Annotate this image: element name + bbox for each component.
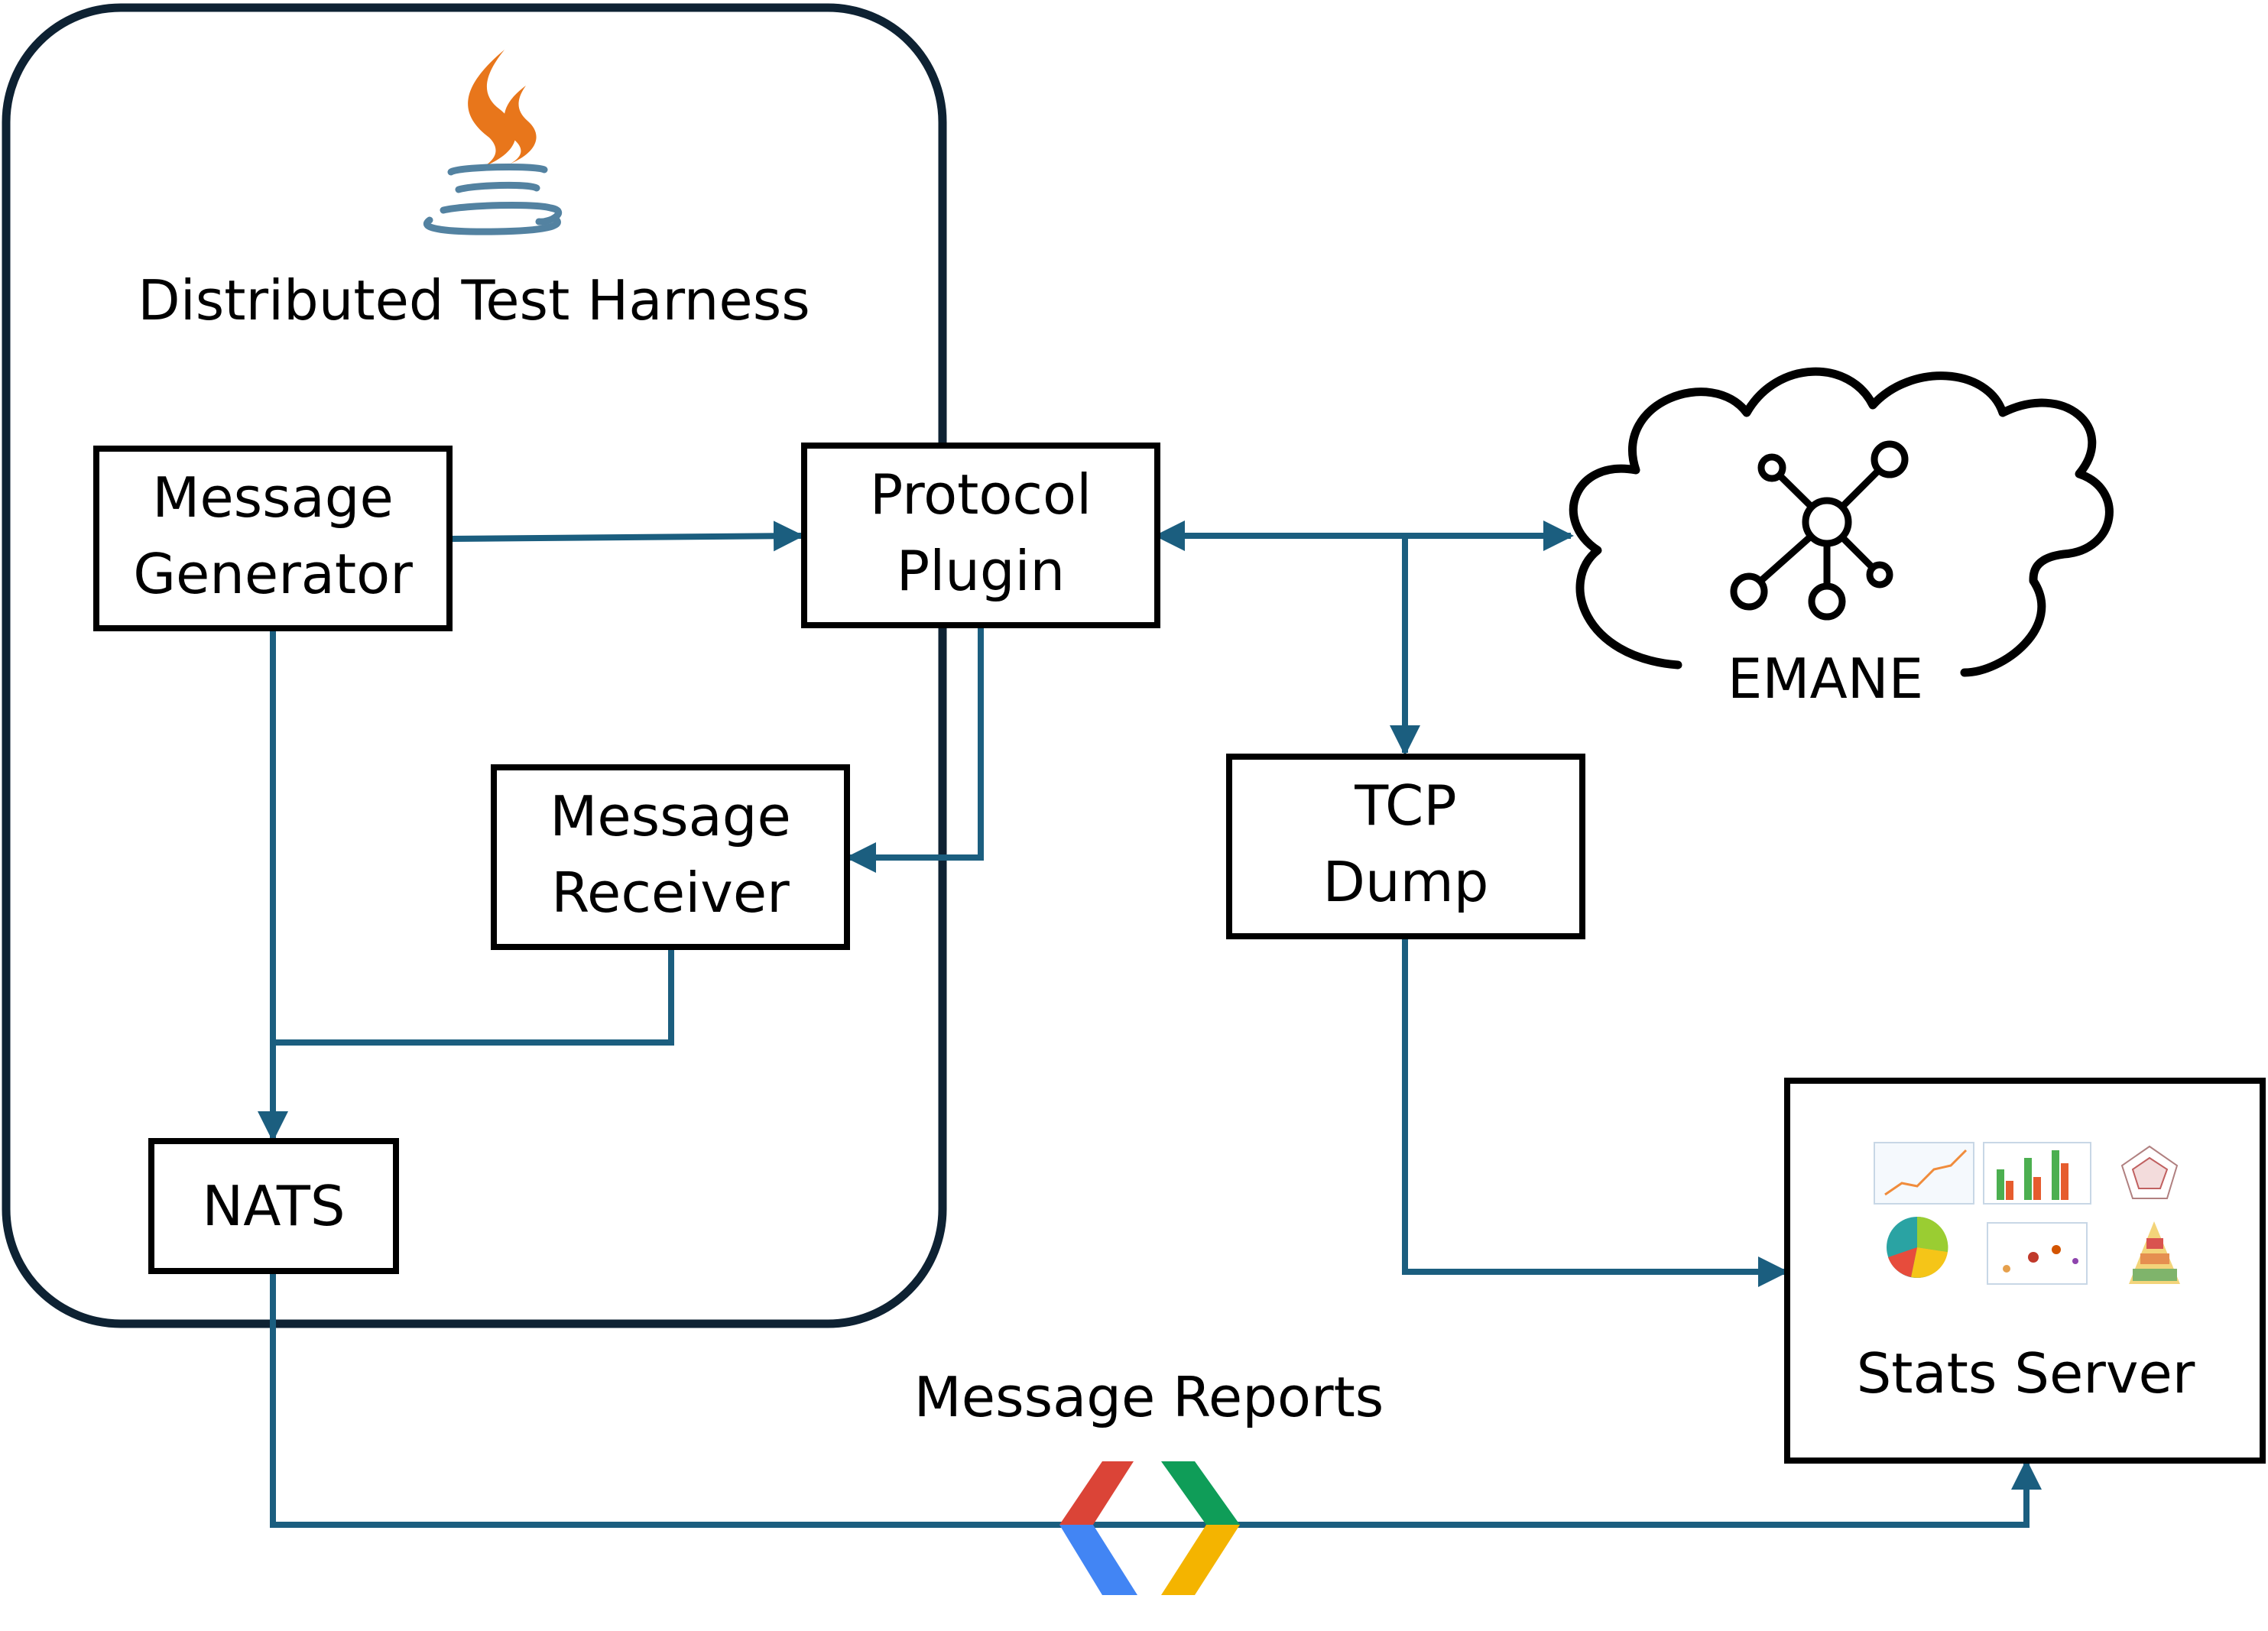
message-receiver-box: Message Receiver (491, 764, 850, 950)
api-brackets-icon (1059, 1461, 1240, 1595)
edge-generator-to-plugin (450, 520, 804, 552)
stats-server-box: Stats Server (1784, 1078, 2266, 1464)
tcp-dump-box: TCP Dump (1226, 754, 1585, 939)
charts-collage-icon (1874, 1142, 2180, 1285)
java-coffee-cup-icon (423, 50, 563, 235)
message-receiver-line1: Message (550, 784, 791, 848)
tcp-dump-line2: Dump (1323, 850, 1489, 914)
stats-server-label: Stats Server (1857, 1341, 2195, 1406)
emane-cloud: EMANE (1569, 367, 2114, 711)
message-receiver-line2: Receiver (551, 861, 790, 925)
nats-label: NATS (202, 1174, 345, 1238)
edge-nats-to-stats (270, 1273, 2042, 1528)
network-hub-icon (1730, 440, 1909, 621)
protocol-plugin-line1: Protocol (870, 462, 1092, 527)
message-reports-label: Message Reports (914, 1365, 1384, 1429)
edge-tcpdump-to-stats (1402, 938, 1789, 1287)
message-generator-line2: Generator (133, 542, 413, 606)
message-generator-line1: Message (152, 465, 394, 530)
message-generator-box: Message Generator (93, 446, 453, 631)
emane-label: EMANE (1728, 647, 1923, 711)
tcp-dump-line1: TCP (1354, 773, 1456, 838)
harness-container (2, 3, 947, 1328)
edge-plugin-to-receiver (845, 628, 984, 873)
cloud-outline (1569, 367, 2114, 677)
protocol-plugin-box: Protocol Plugin (801, 443, 1160, 628)
protocol-plugin-line2: Plugin (897, 539, 1065, 603)
edge-receiver-to-nats (273, 948, 674, 1046)
connectors (258, 520, 2042, 1528)
nats-box: NATS (148, 1138, 399, 1274)
harness-title: Distributed Test Harness (138, 268, 810, 332)
